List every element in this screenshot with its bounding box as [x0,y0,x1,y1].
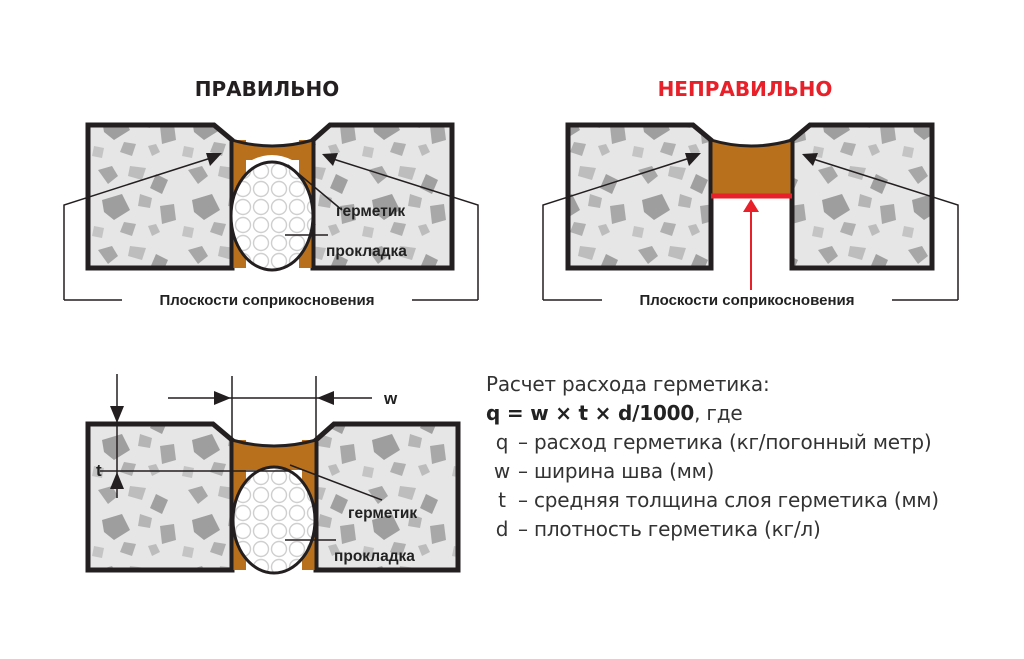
legend-item: d – плотность герметика (кг/л) [486,515,1006,544]
formula-heading: Расчет расхода герметика: [486,372,770,396]
concrete-slab-left [85,421,235,573]
w-arrow-left-icon [317,391,334,405]
sealant-label: герметик [336,203,405,220]
w-arrow-right-icon [214,391,231,405]
contact-leader-left [63,156,215,300]
legend-symbol: t [498,488,506,512]
backer-label: прокладка [334,548,415,565]
wrong-panel: НЕПРАВИЛЬНО Плоскости соприкосновения [542,77,959,309]
legend-item: q – расход герметика (кг/погонный метр) [486,428,1006,457]
backer-label: прокладка [326,243,407,260]
t-label: t [96,461,102,480]
arrow-left-icon [206,153,222,166]
sealant-label: герметик [348,505,417,522]
arrow-right-icon [322,153,338,166]
contact-label: Плоскости соприкосновения [160,292,375,309]
legend-symbol: w [493,459,511,483]
contact-leader-left [542,156,694,300]
contact-leader-right [329,157,479,300]
sealant-fill [232,440,316,470]
legend-text: – расход герметика (кг/погонный метр) [518,430,932,454]
backer-rod [231,465,317,575]
formula-equation-line: q = w × t × d/1000, где [486,399,1006,428]
correct-title: ПРАВИЛЬНО [195,77,339,101]
sealant-top-edge [710,138,793,148]
concrete-slab-right [789,122,935,271]
legend-text: – плотность герметика (кг/л) [518,517,821,541]
concrete-slab-left [565,122,714,271]
w-label: w [383,389,398,408]
red-arrow-up-icon [743,199,759,212]
arrow-left-icon [685,153,701,166]
correct-panel: ПРАВИЛЬНО Плоскости соприкосновения герм… [63,77,479,309]
sealant-top-edge [231,438,317,448]
legend-item: t – средняя толщина слоя герметика (мм) [486,486,1006,515]
contact-leader-right [809,157,959,300]
legend-item: w – ширина шва (мм) [486,457,1006,486]
t-arrow-up-icon [110,472,124,489]
t-arrow-down-icon [110,406,124,423]
dimension-panel: w t герметик прокладка [85,374,461,575]
legend-symbol: d [495,517,509,541]
formula-equation: q = w × t × d/1000 [486,401,695,425]
sealant-top-edge [231,138,314,148]
legend-text: – ширина шва (мм) [518,459,715,483]
wrong-title: НЕПРАВИЛЬНО [658,77,833,101]
formula-block: Расчет расхода герметика: q = w × t × d/… [486,370,1006,544]
contact-label: Плоскости соприкосновения [640,292,855,309]
sealant-leader [289,464,383,501]
legend-symbol: q [495,430,509,454]
formula-equation-suffix: , где [694,401,743,425]
concrete-slab-left [85,122,235,271]
backer-rod [229,160,315,272]
arrow-right-icon [802,153,818,166]
sealant-fill [711,140,792,196]
legend-text: – средняя толщина слоя герметика (мм) [518,488,939,512]
sealant-leader [287,164,343,211]
